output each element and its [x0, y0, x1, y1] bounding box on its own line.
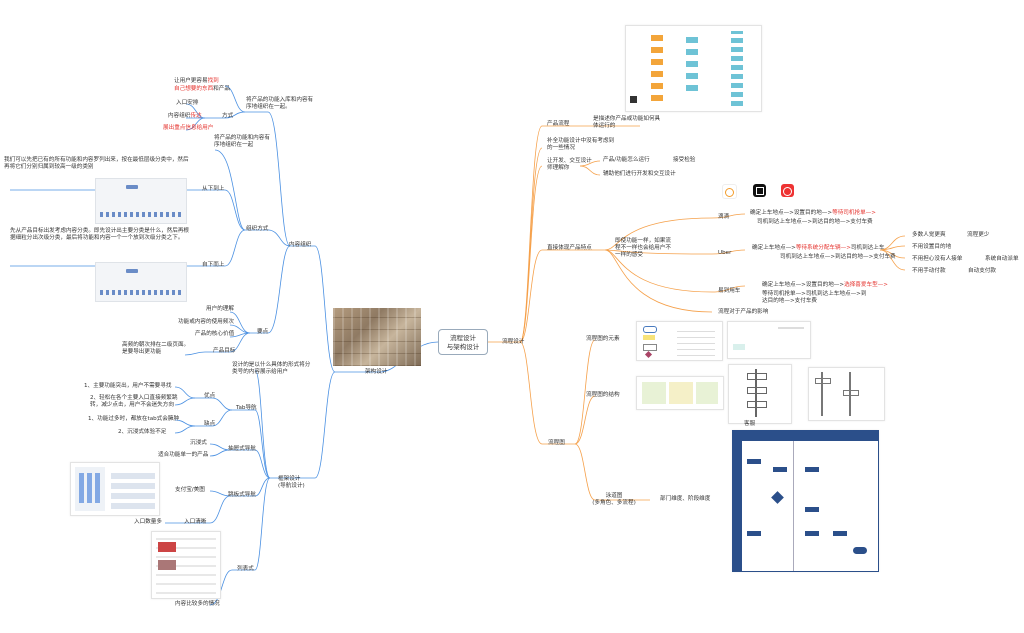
uber-app-icon	[753, 184, 766, 197]
kp-core-value: 产品的核心价值	[195, 331, 235, 337]
uber-less-steps: 流程更少	[967, 232, 990, 238]
func-how-label: 产品/功能怎么运行	[603, 157, 650, 163]
root-node[interactable]: 流程设计 与架构设计	[438, 329, 488, 355]
elements-label[interactable]: 流程图的元素	[586, 336, 620, 342]
list-many-content: 内容比较多的情况	[175, 601, 220, 607]
structure-label[interactable]: 流程图的结构	[586, 392, 620, 398]
find-line1: 让用户更容易找到	[174, 78, 219, 84]
arch-design-label[interactable]: 架构设计	[365, 369, 388, 375]
top-down-text: 我们可以先把已有的所有功能和内容罗列出来，按在最低层级分类中，然后再将它们分别归…	[4, 157, 189, 170]
grid-clear-entry: 入口清晰	[184, 519, 207, 525]
elements-diagram	[636, 321, 723, 361]
grid-many-entry: 入口数量多	[134, 519, 162, 525]
direct-diff-desc: 即使功能一样，如果流程不一样也会给用户不一样的感受	[615, 238, 671, 258]
top-down-label[interactable]: 从下到上	[202, 186, 225, 192]
uber-no-manual-pay: 不用手动付款	[912, 268, 946, 274]
list-nav-screenshot	[151, 531, 221, 599]
flow-chart-label[interactable]: 流程图	[548, 440, 565, 446]
construction-photo	[333, 308, 421, 366]
top-down-tree-diagram	[95, 178, 187, 224]
root-title-line1: 流程设计	[450, 334, 476, 342]
tab-nav-label[interactable]: Tab导航	[236, 405, 257, 411]
kp-product-goal: 产品目标	[213, 348, 236, 354]
drawer-single: 适合功能单一的产品	[158, 452, 209, 458]
framework-label[interactable]: 框架设计 (导航设计)	[278, 476, 305, 489]
show-info-label: 展出重点信息给用户	[163, 125, 214, 131]
tab-dis1: 1、功能过多时，都放在tab式会臃肿	[88, 416, 180, 422]
yidao-app-icon	[781, 184, 794, 197]
grid-nav-screenshot	[70, 462, 160, 516]
dept-stage-label: 部门维度、阶段维度	[660, 496, 711, 502]
uber-auto-dispatch: 系统自动派单	[985, 256, 1019, 262]
impact-label: 流程对于产品的影响	[718, 309, 769, 315]
uber-no-worry: 不用担心没有人接单	[912, 256, 963, 262]
yidao-label[interactable]: 易到用车	[718, 288, 741, 294]
tab-adv1: 1、主要功能突出，用户不需要寻找	[84, 383, 172, 389]
entry-label: 入口安排	[176, 100, 199, 106]
accept-label: 接受检验	[673, 157, 696, 163]
kp-frequency: 功能或内容的使用频次	[178, 319, 234, 325]
root-title-line2: 与架构设计	[446, 343, 480, 351]
content-org-desc: 将产品的功能入库和内容有序地组织在一起。	[246, 97, 314, 110]
didi-app-icon	[722, 184, 737, 199]
kp-user-understanding: 用户的理解	[206, 306, 234, 312]
supplement-desc: 补全功能设计中没有考虑到的一些情况	[547, 138, 615, 151]
kp-high-freq: 高频的朝次排在二级页面。是要导出更功能	[122, 342, 190, 355]
customer-service-flowchart	[808, 367, 885, 421]
tab-disadv-label: 缺点	[204, 421, 216, 427]
structure-diagram	[636, 376, 724, 410]
dev-understand: 让开发、交互设计师理解你	[547, 158, 592, 171]
yidao-flow-line1: 确定上车地点—>设置目的地—>选择喜爱车型—>	[762, 282, 888, 288]
grid-alipay: 支付宝/美图	[175, 487, 205, 493]
didi-flow-line1: 确定上车地点—>设置目的地—>等待司机抢单—>	[750, 210, 876, 216]
drawer-immersive: 沉浸式	[190, 440, 207, 446]
uber-no-dest: 不用设置目的地	[912, 244, 952, 250]
method-label[interactable]: 方式	[222, 113, 234, 119]
list-nav-label[interactable]: 列表式	[237, 566, 254, 572]
bottom-up-tree-diagram	[95, 262, 187, 302]
uber-label[interactable]: Uber	[718, 250, 732, 256]
product-flow-diagram	[625, 25, 762, 112]
flow-design-label[interactable]: 流程设计	[502, 339, 525, 345]
uber-flow-line2: 司机到达上车地点—>到达目的地—>支付车费	[780, 254, 896, 260]
elements-sample	[727, 321, 811, 359]
case-label: 客服	[744, 421, 756, 427]
content-convey: 内容组织传达	[168, 113, 202, 119]
product-flow-desc: 是描述你产品或功能如何具体运行的	[593, 116, 661, 129]
structure-flowchart	[728, 364, 792, 424]
framework-desc: 设计的是以什么具体的形式将分类号的内容展示给用户	[232, 362, 311, 375]
grid-nav-label[interactable]: 跳板式导航	[228, 492, 256, 498]
bottom-up-label[interactable]: 自下而上	[202, 262, 225, 268]
uber-more-people: 多数人觉更爽	[912, 232, 946, 238]
didi-flow-line2: 司机到达上车地点—>到达目的地—>支付车费	[757, 219, 873, 225]
content-org-label[interactable]: 内容组织	[289, 242, 312, 248]
org-method-desc: 将产品的功能和内容有序地组织在一起	[214, 135, 270, 148]
tab-dis2: 2、沉浸式体验不足	[118, 429, 167, 435]
swimlane-diagram	[732, 430, 879, 572]
bottom-up-text: 先从产品目标出发考虑内容分类。即先设计出主要分类是什么，然后再根据细粒分出次级分…	[10, 228, 190, 241]
yidao-flow-line2: 等待司机抢单—>司机到达上车地点—>到达目的地—>支付车费	[762, 291, 867, 304]
tab-adv-label: 优点	[204, 393, 216, 399]
key-points-label[interactable]: 要点	[257, 329, 269, 335]
uber-auto-pay: 自动支付款	[968, 268, 996, 274]
find-line2: 自己想要的东西和产品	[174, 86, 230, 92]
direct-diff-label[interactable]: 直接体现产品特点	[547, 245, 592, 251]
assist-label: 辅助他们进行开发和交互设计	[603, 171, 676, 177]
drawer-nav-label[interactable]: 抽屉式导航	[228, 446, 256, 452]
tab-adv2: 2、轻松在各个主要入口直接频繁跳转，减少点击，用户不会迷失方向	[90, 395, 178, 408]
org-method-label[interactable]: 组织方式	[246, 226, 269, 232]
swimlane-label[interactable]: 泳道图 (多角色、多流程)	[592, 493, 636, 506]
didi-label[interactable]: 滴滴	[718, 214, 730, 220]
product-flow-label[interactable]: 产品流程	[547, 121, 570, 127]
uber-flow-line1: 确定上车地点—>等待系统分配车辆—>司机到达上车	[752, 245, 885, 251]
